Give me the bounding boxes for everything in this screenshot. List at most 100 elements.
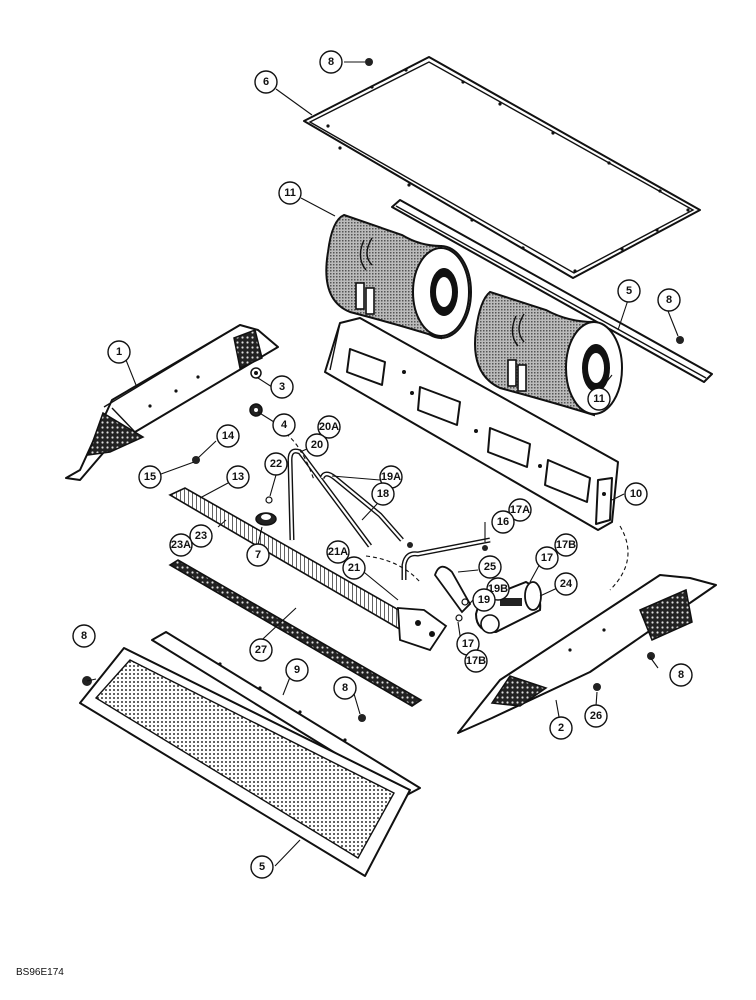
callout-25: 25	[478, 555, 502, 579]
callout-22: 22	[264, 452, 288, 476]
callout-24: 24	[554, 572, 578, 596]
callout-17-bottom: 17	[456, 632, 480, 656]
svg-text:17: 17	[462, 638, 474, 650]
side-bracket-left	[65, 324, 279, 481]
svg-text:2: 2	[558, 722, 564, 734]
callout-20: 20	[305, 433, 329, 457]
svg-text:5: 5	[259, 861, 265, 873]
callout-23: 23	[189, 524, 213, 548]
svg-text:25: 25	[484, 561, 496, 573]
callout-14: 14	[216, 424, 240, 448]
callout-21: 21	[342, 556, 366, 580]
svg-text:8: 8	[342, 682, 348, 694]
svg-text:14: 14	[222, 430, 235, 442]
svg-text:5: 5	[626, 285, 632, 297]
callout-3: 3	[270, 375, 294, 399]
svg-text:17A: 17A	[510, 504, 530, 516]
tube-20	[287, 448, 373, 548]
callout-20A: 20A	[317, 415, 341, 439]
blower-left	[325, 213, 472, 340]
svg-text:19A: 19A	[381, 471, 401, 483]
svg-text:20A: 20A	[319, 421, 339, 433]
callout-26: 26	[584, 704, 608, 728]
svg-text:13: 13	[232, 471, 244, 483]
callout-17-top: 17	[535, 546, 559, 570]
svg-text:8: 8	[81, 630, 87, 642]
callout-5-strip: 5	[617, 279, 641, 303]
callout-17B-top: 17B	[554, 533, 578, 557]
svg-text:17: 17	[541, 552, 553, 564]
callout-17B-bottom: 17B	[464, 649, 488, 673]
side-bracket-right	[457, 574, 717, 734]
svg-text:11: 11	[284, 187, 296, 199]
svg-text:27: 27	[255, 644, 267, 656]
callout-8-bottom-middle: 8	[333, 676, 357, 700]
top-cover-plate	[303, 56, 701, 279]
callout-7: 7	[246, 543, 270, 567]
svg-text:3: 3	[279, 381, 285, 393]
callout-8-top: 8	[319, 50, 343, 74]
callout-2: 2	[549, 716, 573, 740]
callout-5-panel: 5	[250, 855, 274, 879]
callout-11-right: 11	[587, 387, 611, 411]
callout-18: 18	[371, 482, 395, 506]
svg-text:8: 8	[328, 56, 334, 68]
strip-27	[168, 559, 423, 707]
callout-21A: 21A	[326, 540, 350, 564]
svg-text:6: 6	[263, 76, 269, 88]
callout-8-bottom-right: 8	[669, 663, 693, 687]
svg-text:22: 22	[270, 458, 282, 470]
svg-text:10: 10	[630, 488, 642, 500]
svg-text:4: 4	[281, 419, 288, 431]
svg-text:23: 23	[195, 530, 207, 542]
hose-16	[401, 537, 491, 580]
nut-4	[249, 403, 263, 417]
callout-15: 15	[138, 465, 162, 489]
blower-right	[474, 290, 623, 417]
grommet-7	[255, 512, 277, 526]
svg-text:8: 8	[678, 669, 684, 681]
svg-text:24: 24	[560, 578, 573, 590]
svg-text:11: 11	[593, 393, 605, 405]
svg-text:1: 1	[116, 346, 122, 358]
svg-text:20: 20	[311, 439, 323, 451]
plate-9	[151, 631, 421, 797]
callout-8-bottom-left: 8	[72, 624, 96, 648]
svg-text:17B: 17B	[466, 655, 486, 667]
heater-coil	[168, 487, 448, 652]
svg-text:9: 9	[294, 664, 300, 676]
callout-23A: 23A	[169, 533, 193, 557]
fitting-3	[250, 367, 262, 379]
callout-16: 16	[491, 510, 515, 534]
svg-text:7: 7	[255, 549, 261, 561]
callout-8-right-top: 8	[657, 288, 681, 312]
svg-text:8: 8	[666, 294, 672, 306]
blower-housing-panel	[324, 317, 619, 531]
svg-text:21: 21	[348, 562, 360, 574]
callout-19A: 19A	[379, 465, 403, 489]
tube-18	[319, 471, 404, 542]
svg-text:19: 19	[478, 594, 490, 606]
callout-27: 27	[249, 638, 273, 662]
callout-4: 4	[272, 413, 296, 437]
svg-text:18: 18	[377, 488, 389, 500]
callout-19: 19	[472, 588, 496, 612]
callout-13: 13	[226, 465, 250, 489]
footer-code: BS96E174	[16, 967, 64, 978]
callout-11-left: 11	[278, 181, 302, 205]
svg-text:16: 16	[497, 516, 509, 528]
callout-9: 9	[285, 658, 309, 682]
svg-text:15: 15	[144, 471, 156, 483]
svg-text:23A: 23A	[171, 539, 191, 551]
screen-panel-bottom	[79, 647, 411, 877]
callout-17A: 17A	[508, 498, 532, 522]
svg-text:19B: 19B	[488, 583, 508, 595]
callout-1: 1	[107, 340, 131, 364]
svg-text:21A: 21A	[328, 546, 348, 558]
callout-6: 6	[254, 70, 278, 94]
svg-text:26: 26	[590, 710, 602, 722]
callout-10: 10	[624, 482, 648, 506]
svg-text:17B: 17B	[556, 539, 576, 551]
motor-24	[474, 580, 542, 634]
